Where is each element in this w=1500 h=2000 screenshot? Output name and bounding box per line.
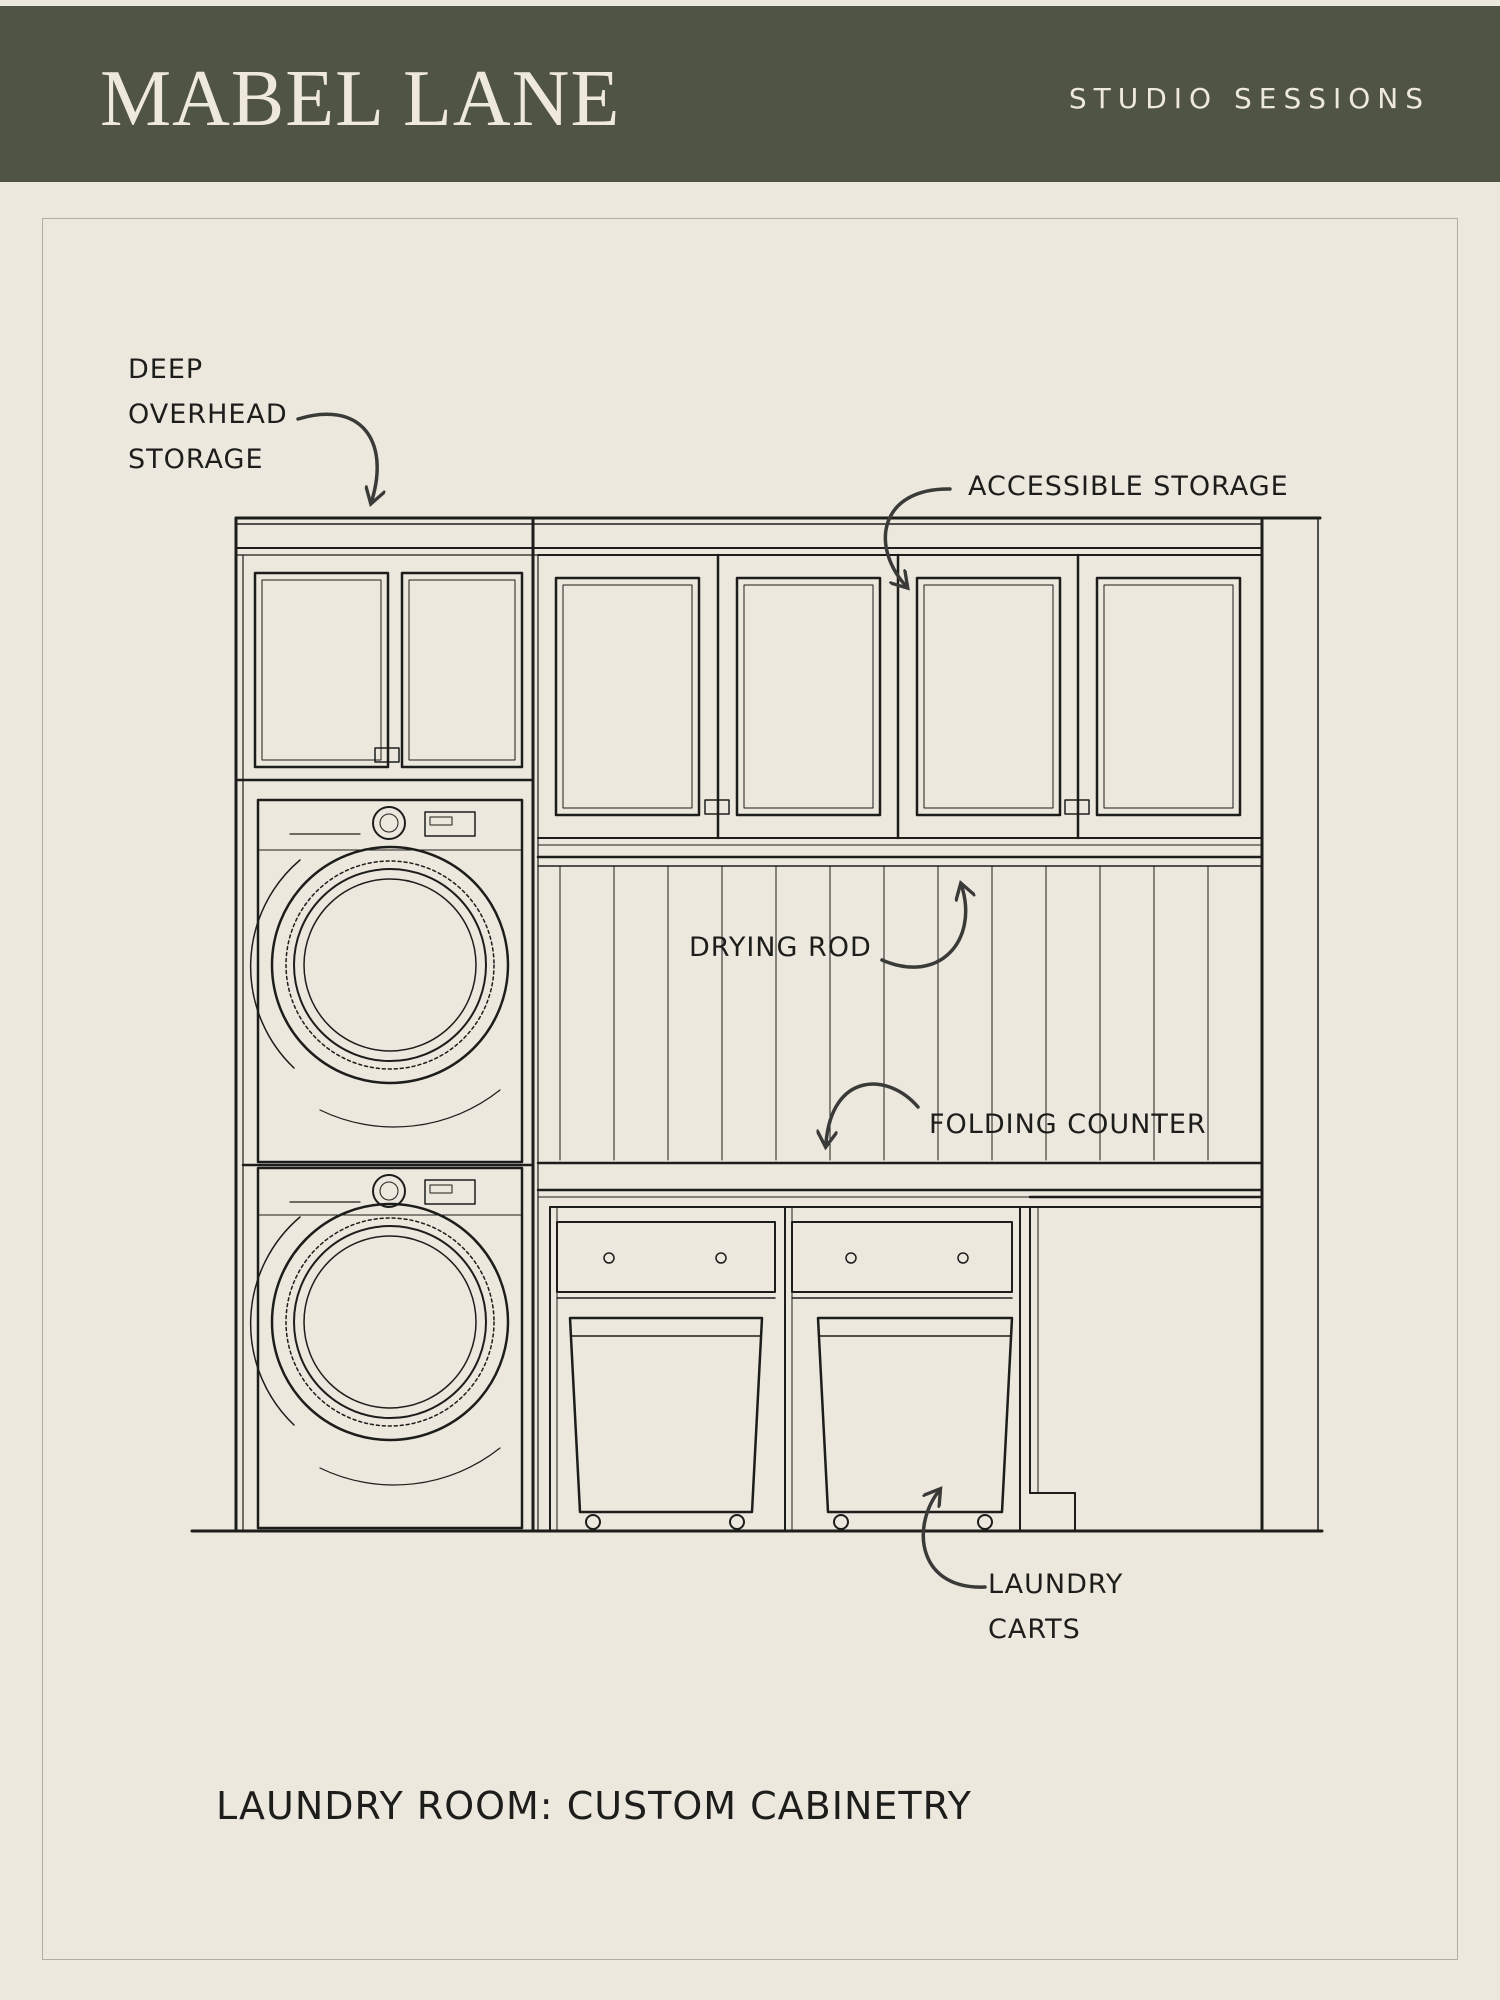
callout-laundry-carts: LAUNDRY CARTS — [988, 1562, 1123, 1652]
arrow-accessible-storage — [883, 487, 952, 585]
upper-cabinet-door — [554, 576, 701, 817]
brand-logo: MABEL LANE — [100, 55, 621, 143]
dryer — [249, 798, 524, 1164]
drawing-frame — [42, 218, 1458, 1960]
callout-drying-rod: DRYING ROD — [689, 932, 872, 963]
callout-folding-counter: FOLDING COUNTER — [929, 1109, 1207, 1140]
left-upper-door — [253, 571, 390, 769]
callout-line: LAUNDRY — [988, 1569, 1124, 1600]
callout-line: CARTS — [988, 1614, 1081, 1645]
beadboard-wall — [559, 865, 1209, 1161]
laundry-cart — [568, 1316, 764, 1530]
callout-accessible-storage: ACCESSIBLE STORAGE — [968, 471, 1289, 502]
left-upper-door — [400, 571, 524, 769]
callout-line: STORAGE — [128, 444, 264, 475]
arrow-drying-rod — [880, 887, 966, 969]
upper-cabinet-door — [735, 576, 882, 817]
arrow-laundry-carts — [921, 1492, 987, 1589]
upper-cabinet-door — [915, 576, 1062, 817]
brand-subtitle: STUDIO SESSIONS — [1068, 82, 1430, 115]
header-bar: MABEL LANE STUDIO SESSIONS — [0, 6, 1500, 182]
washer — [249, 1166, 524, 1530]
laundry-cart — [816, 1316, 1014, 1530]
arrow-deep-overhead-storage — [296, 412, 377, 500]
upper-cabinet-door — [1095, 576, 1242, 817]
lower-cabinet — [549, 1206, 1263, 1532]
drawing-caption: LAUNDRY ROOM: CUSTOM CABINETRY — [216, 1784, 972, 1828]
folding-counter — [536, 1161, 1264, 1198]
callout-line: DEEP — [128, 354, 204, 385]
arrow-folding-counter — [826, 1082, 920, 1143]
callout-deep-overhead-storage: DEEP OVERHEAD STORAGE — [128, 347, 288, 482]
callout-line: OVERHEAD — [128, 399, 288, 430]
